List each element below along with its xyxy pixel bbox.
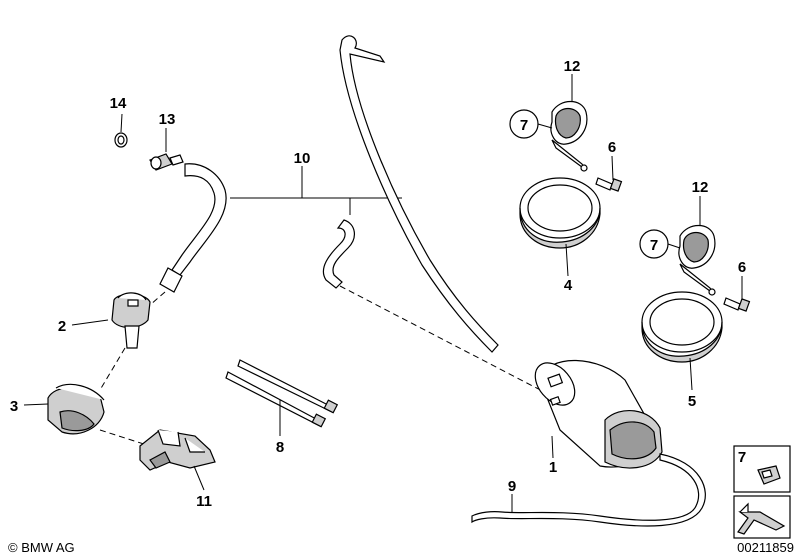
drain-hose-part xyxy=(471,453,706,527)
leader-4 xyxy=(565,243,569,277)
callout-circle-7-lower xyxy=(639,229,669,259)
callout-7-upper: 7 xyxy=(520,117,528,134)
callout-1: 1 xyxy=(549,459,557,476)
inset-box-arrow xyxy=(733,495,791,539)
callout-12-lower: 12 xyxy=(692,179,709,196)
callout-5: 5 xyxy=(688,393,696,410)
leader-3 xyxy=(23,403,49,406)
callout-7-inset: 7 xyxy=(738,449,746,466)
o-ring-part xyxy=(114,132,128,148)
leader-2 xyxy=(71,319,109,326)
strap-part-lower xyxy=(641,291,723,363)
valve-part xyxy=(111,292,151,349)
leader-7-upper xyxy=(537,123,553,129)
callout-11: 11 xyxy=(196,493,212,510)
callout-3: 3 xyxy=(10,398,18,415)
callout-7-lower: 7 xyxy=(650,237,658,254)
callout-13: 13 xyxy=(159,111,176,128)
callout-circle-7-upper xyxy=(509,109,539,139)
leader-1 xyxy=(551,435,554,459)
copyright-text: © BMW AG xyxy=(8,540,75,555)
bracket-part xyxy=(139,429,216,471)
diagram-number: 00211859 xyxy=(737,540,794,555)
leader-14 xyxy=(120,113,123,133)
callout-4: 4 xyxy=(564,277,573,294)
rubber-mount-part xyxy=(47,383,105,435)
callout-6-upper: 6 xyxy=(608,139,616,156)
inset-box-7 xyxy=(733,445,791,493)
callout-9: 9 xyxy=(508,478,516,495)
callout-2: 2 xyxy=(58,318,66,335)
callout-8: 8 xyxy=(276,439,284,456)
cable-ties-part xyxy=(225,359,339,428)
vent-hose-system xyxy=(230,35,551,396)
connector-part xyxy=(149,153,184,171)
leader-7-lower xyxy=(667,243,681,249)
canister-part xyxy=(534,359,663,469)
callout-12-upper: 12 xyxy=(564,58,581,75)
clip-part-upper xyxy=(550,100,588,172)
bolt-part-upper xyxy=(595,177,623,192)
callout-6-lower: 6 xyxy=(738,259,746,276)
leader-5 xyxy=(689,357,693,391)
leader-11 xyxy=(193,465,205,491)
hose-upper-left xyxy=(149,163,227,306)
callout-10: 10 xyxy=(294,150,311,167)
clip-part-lower xyxy=(678,224,716,296)
strap-part-upper xyxy=(519,177,601,249)
callout-14: 14 xyxy=(110,95,127,112)
leader-6-upper xyxy=(611,155,614,181)
bolt-part-lower xyxy=(723,297,751,312)
